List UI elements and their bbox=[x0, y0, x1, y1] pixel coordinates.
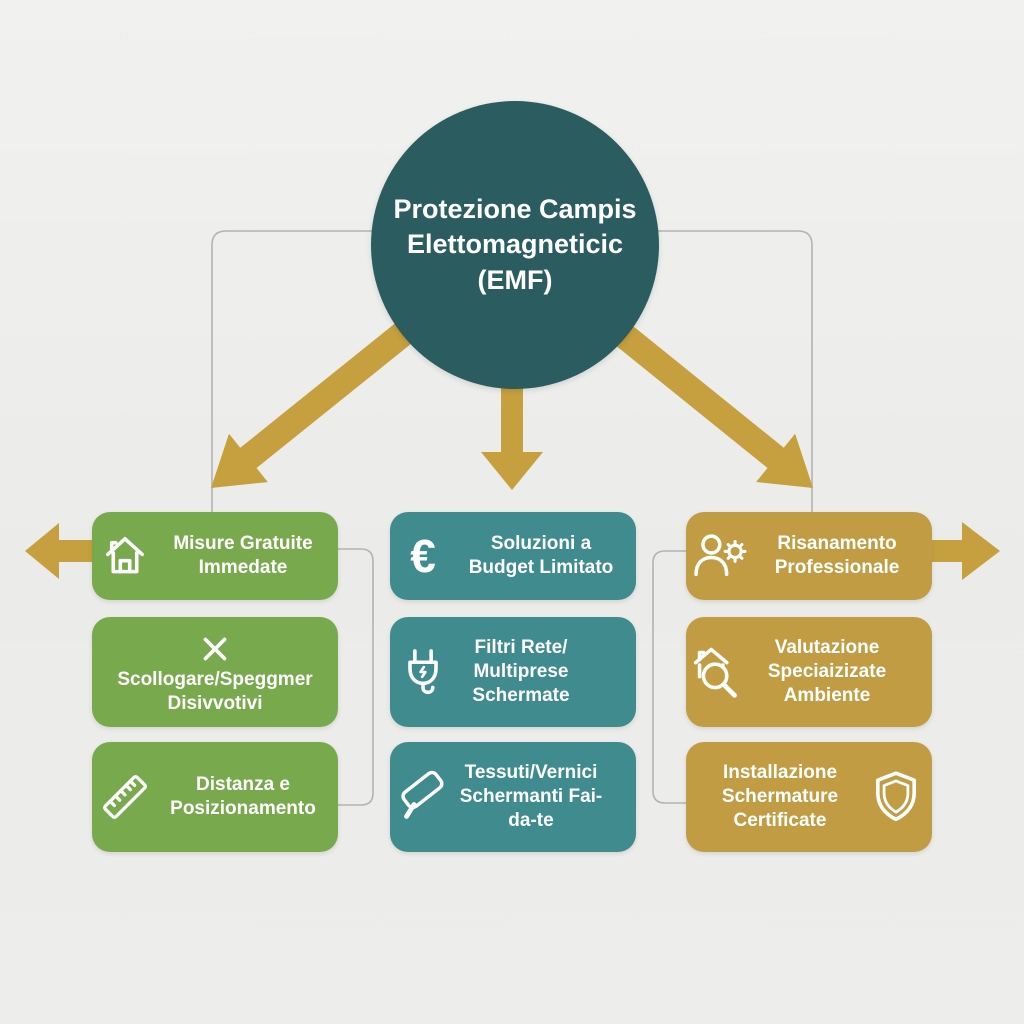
box-misure-gratuite: Misure Gratuite Immedate bbox=[92, 512, 338, 600]
box-label: Distanza e Posizionamento bbox=[170, 774, 316, 819]
paint-roller-icon bbox=[390, 770, 456, 824]
left-column-bracket bbox=[338, 548, 374, 806]
box-scollegare-dispositivi: Scollogare/Speggmer Disivvotivi bbox=[92, 617, 338, 727]
arrow-down-left bbox=[211, 318, 418, 488]
box-label: Misure Gratuite Immedate bbox=[173, 533, 313, 578]
box-label: Risanamento Professionale bbox=[774, 533, 900, 578]
box-label: Installazione Schermature Certificate bbox=[721, 762, 839, 831]
euro-icon: € bbox=[410, 530, 436, 582]
box-risanamento-professionale: Risanamento Professionale bbox=[686, 512, 932, 600]
plug-icon bbox=[390, 646, 456, 698]
house-search-icon bbox=[686, 644, 752, 700]
box-tessuti-vernici: Tessuti/Vernici Schermanti Fai-da-te bbox=[390, 742, 636, 852]
ruler-icon bbox=[92, 770, 158, 824]
box-label: Filtri Rete/ Multiprese Schermate bbox=[472, 637, 570, 706]
root-node-emf: Protezione Campis Elettomagneticic (EMF) bbox=[371, 101, 659, 389]
box-installazione-schermature: Installazione Schermature Certificate bbox=[686, 742, 932, 852]
shield-icon bbox=[860, 769, 932, 825]
home-icon bbox=[92, 531, 158, 581]
x-icon bbox=[198, 632, 232, 666]
box-valutazione-ambiente: Valutazione Speciaizizate Ambiente bbox=[686, 617, 932, 727]
right-column-bracket bbox=[652, 550, 688, 804]
arrow-exit-left bbox=[25, 523, 95, 579]
box-filtri-rete: Filtri Rete/ Multiprese Schermate bbox=[390, 617, 636, 727]
box-label: Soluzioni a Budget Limitato bbox=[468, 533, 614, 578]
person-gear-icon bbox=[686, 530, 752, 582]
box-distanza-posizionamento: Distanza e Posizionamento bbox=[92, 742, 338, 852]
box-soluzioni-budget: € Soluzioni a Budget Limitato bbox=[390, 512, 636, 600]
box-label: Tessuti/Vernici Schermanti Fai-da-te bbox=[459, 762, 603, 831]
arrow-down-right bbox=[609, 320, 813, 488]
box-label: Valutazione Speciaizizate Ambiente bbox=[767, 637, 887, 706]
arrow-down-center bbox=[481, 385, 543, 490]
arrow-exit-right bbox=[928, 522, 1000, 580]
diagram-title: Protezione Campis Elettomagneticic (EMF) bbox=[393, 194, 637, 295]
box-label: Scollogare/Speggmer Disivvotivi bbox=[117, 669, 313, 714]
